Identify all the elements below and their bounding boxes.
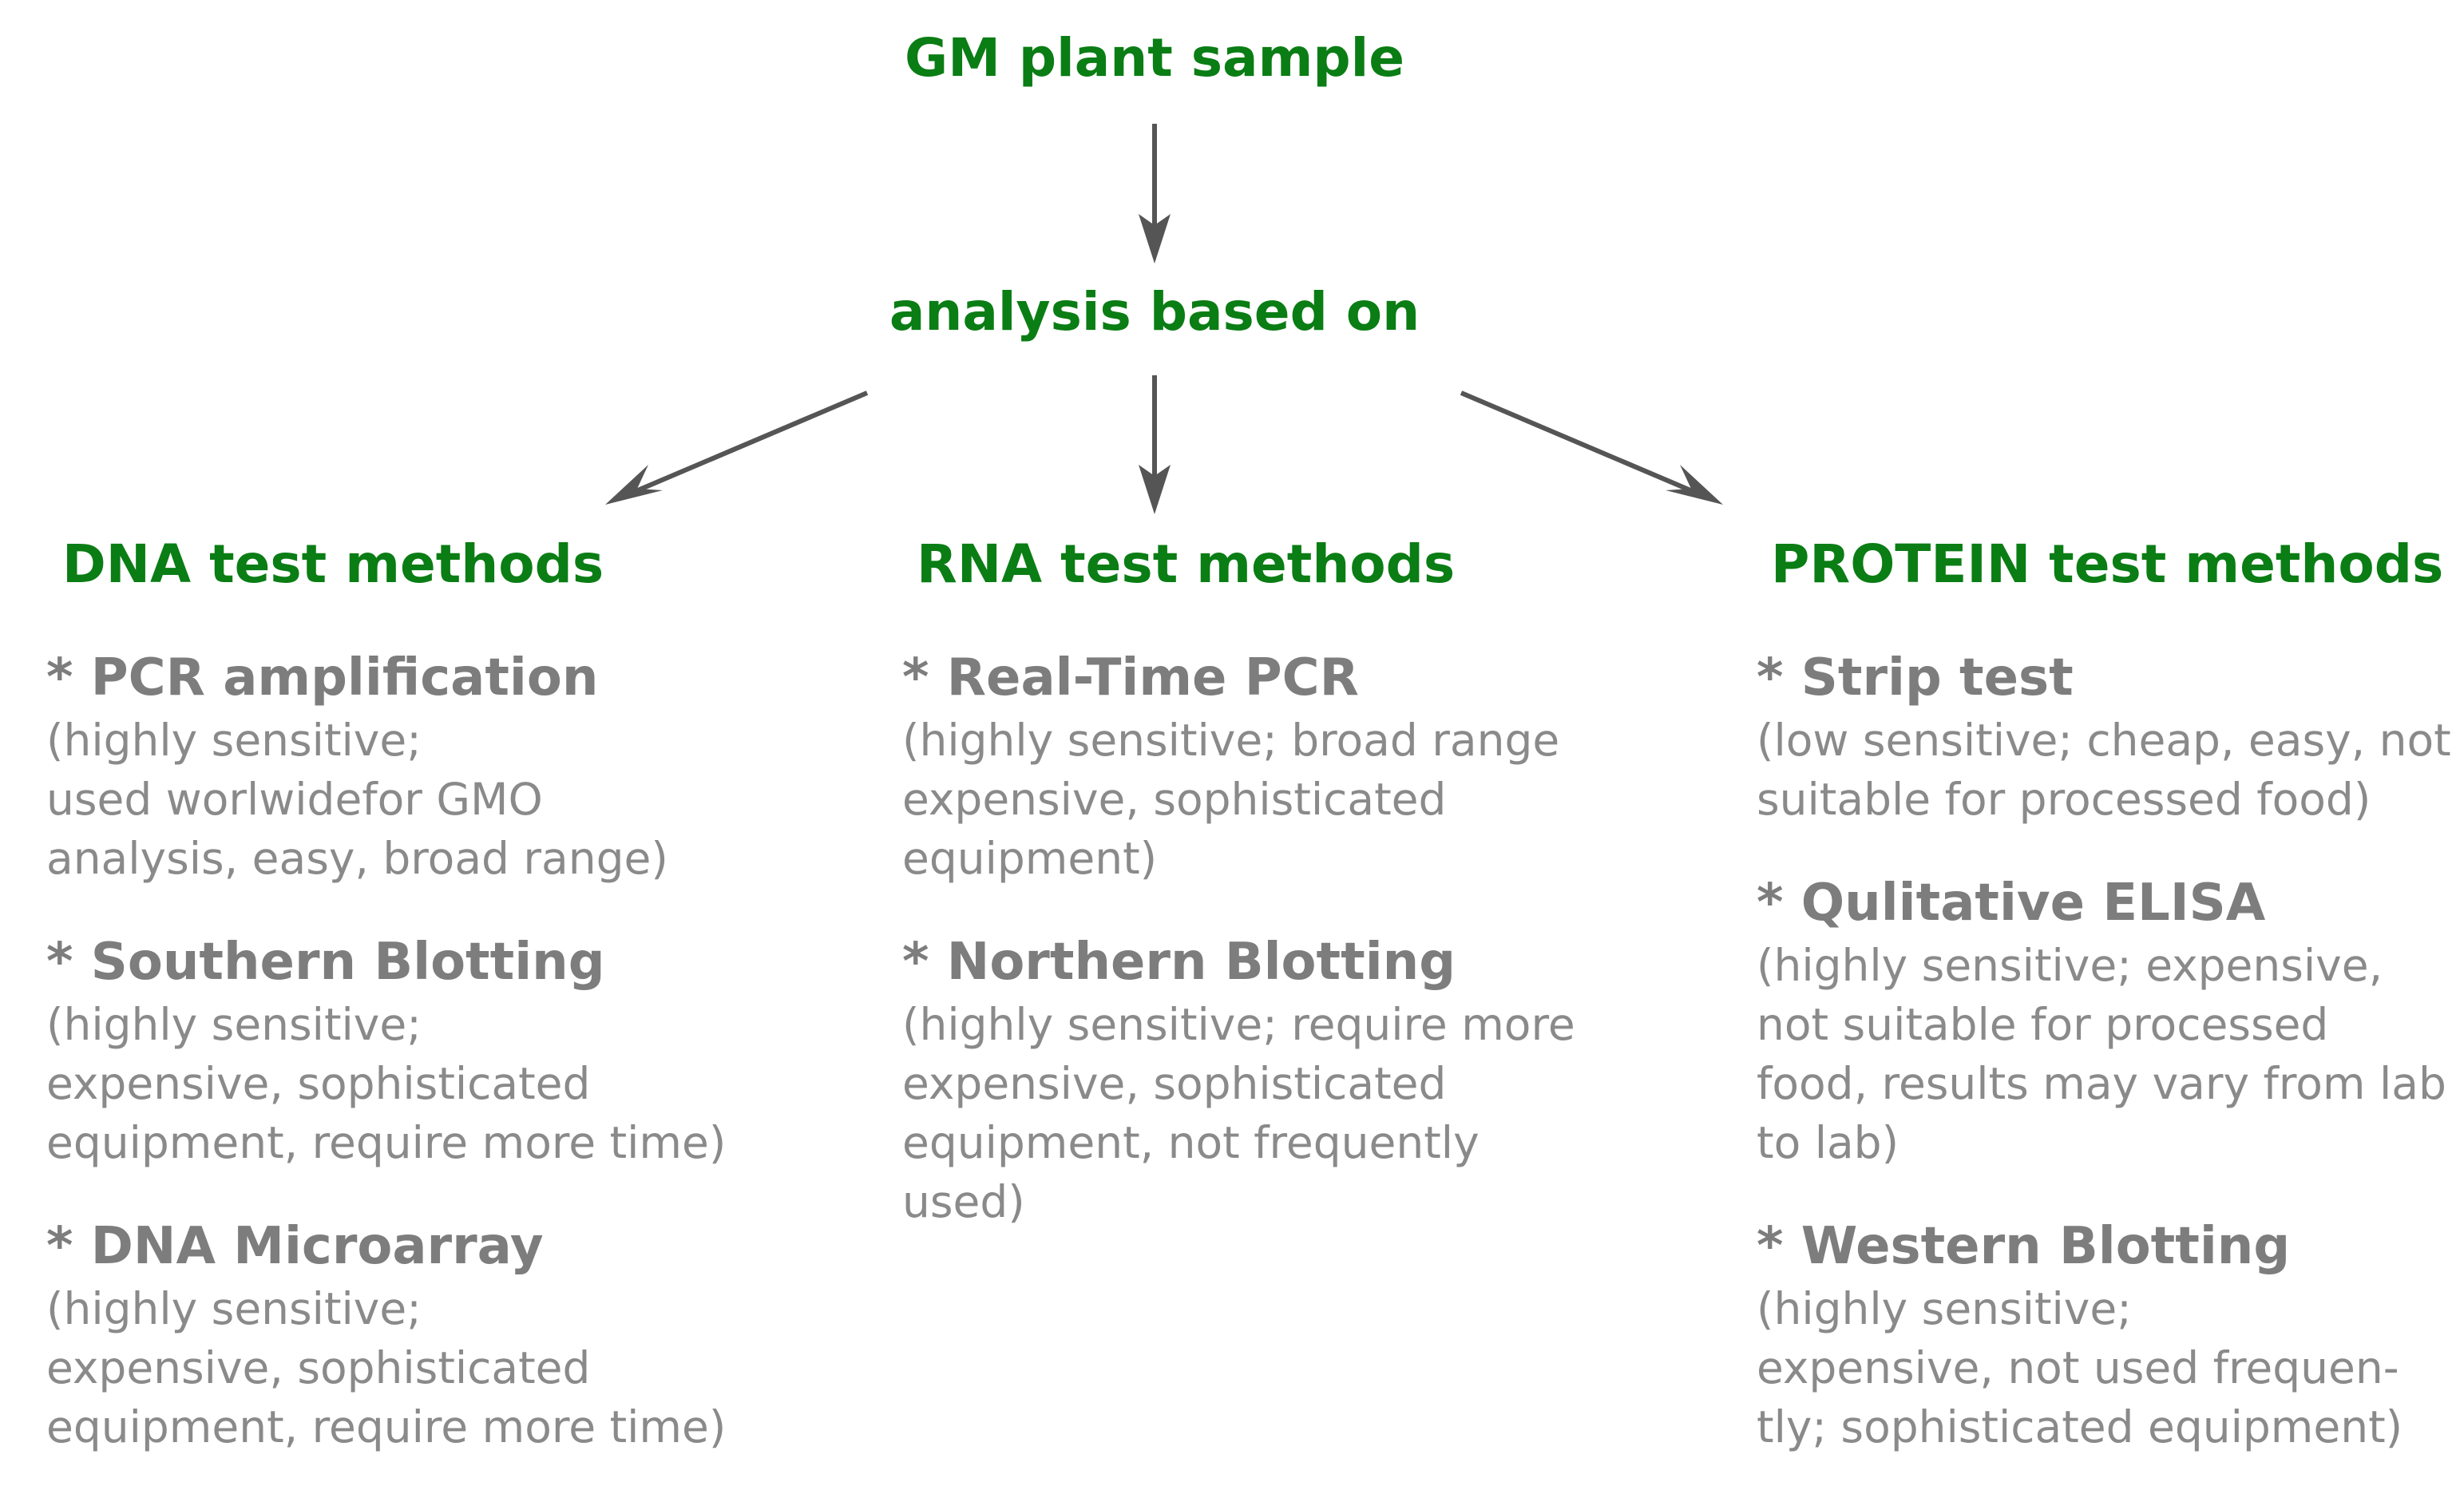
method-name: * Strip test: [1757, 648, 2074, 707]
method-name: * Southern Blotting: [46, 933, 605, 992]
method-description: (highly sensitive; used worlwidefor GMO …: [46, 715, 668, 884]
arrowhead-root-to-analysis: [1139, 214, 1171, 264]
method-name: * Real-Time PCR: [902, 648, 1359, 707]
method-name: * Northern Blotting: [902, 933, 1456, 992]
method-name: * Western Blotting: [1757, 1217, 2291, 1276]
method-description: (highly sensitive; require more expensiv…: [902, 999, 1575, 1227]
method-description: (highly sensitive; expensive, not suitab…: [1757, 940, 2446, 1168]
dna-column-title: DNA test methods: [62, 533, 604, 595]
method-item-dna-microarray: * DNA Microarray (highly sensitive; expe…: [46, 1214, 781, 1456]
method-item-western-blotting: * Western Blotting (highly sensitive; ex…: [1757, 1214, 2459, 1456]
method-description: (highly sensitive; expensive, not used f…: [1757, 1283, 2403, 1452]
method-description: (highly sensitive; broad range expensive…: [902, 715, 1560, 884]
rna-methods-list: * Real-Time PCR (highly sensitive; broad…: [902, 645, 1637, 1273]
method-description: (highly sensitive; expensive, sophistica…: [46, 1283, 727, 1452]
rna-column-title: RNA test methods: [917, 533, 1456, 595]
dna-methods-list: * PCR amplification (highly sensitive; u…: [46, 645, 781, 1498]
arrowhead-analysis-to-dna: [605, 465, 663, 505]
method-item-real-time-pcr: * Real-Time PCR (highly sensitive; broad…: [902, 645, 1637, 888]
method-item-qulitative-elisa: * Qulitative ELISA (highly sensitive; ex…: [1757, 870, 2459, 1172]
protein-column-title: PROTEIN test methods: [1771, 533, 2444, 595]
arrow-analysis-to-dna: [621, 390, 869, 499]
analysis-node-title: analysis based on: [889, 281, 1420, 343]
method-item-strip-test: * Strip test (low sensitive; cheap, easy…: [1757, 645, 2459, 829]
arrowhead-analysis-to-rna: [1139, 465, 1171, 514]
method-item-southern-blotting: * Southern Blotting (highly sensitive; e…: [46, 929, 781, 1172]
method-name: * PCR amplification: [46, 648, 599, 707]
arrow-analysis-to-protein: [1460, 390, 1707, 499]
method-name: * DNA Microarray: [46, 1217, 544, 1276]
method-item-pcr-amplification: * PCR amplification (highly sensitive; u…: [46, 645, 781, 888]
arrowhead-analysis-to-protein: [1666, 465, 1723, 505]
protein-methods-list: * Strip test (low sensitive; cheap, easy…: [1757, 645, 2459, 1498]
flow-arrows: [605, 124, 1723, 514]
method-name: * Qulitative ELISA: [1757, 874, 2266, 933]
method-item-northern-blotting: * Northern Blotting (highly sensitive; r…: [902, 929, 1637, 1231]
method-description: (highly sensitive; expensive, sophistica…: [46, 999, 727, 1168]
method-description: (low sensitive; cheap, easy, not suitabl…: [1757, 715, 2451, 825]
root-node-title: GM plant sample: [905, 27, 1404, 89]
